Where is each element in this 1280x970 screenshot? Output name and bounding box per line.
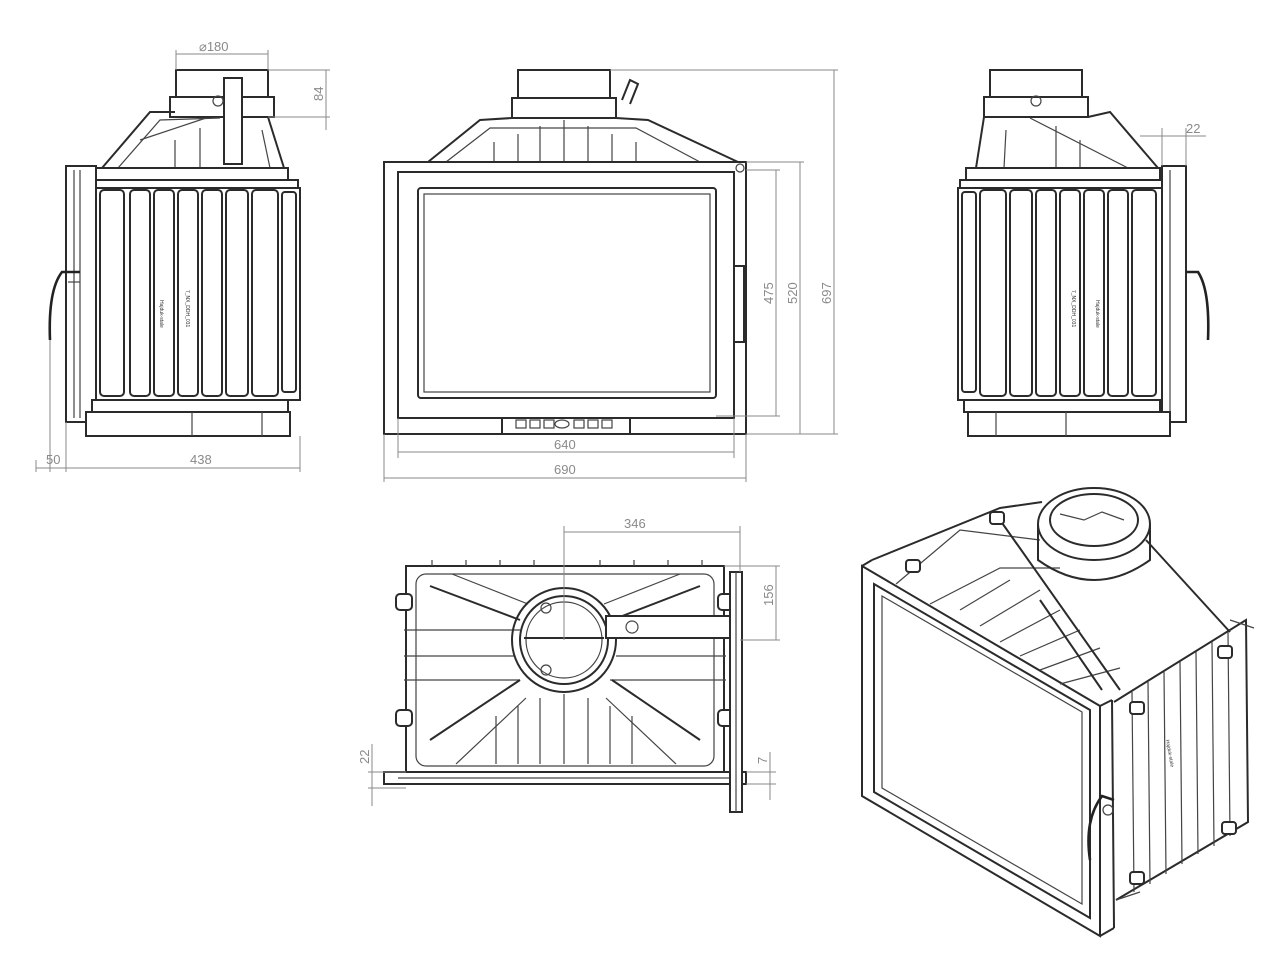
svg-text:Hajduk-stale: Hajduk-stale [1164, 739, 1175, 768]
dim-flue-offset-x: 346 [624, 516, 646, 531]
dim-inner-width: 640 [554, 437, 576, 452]
svg-text:7_NX_DDH_031: 7_NX_DDH_031 [184, 290, 190, 327]
svg-text:Hajduk-stale: Hajduk-stale [1094, 300, 1100, 328]
dim-depth: 438 [190, 452, 212, 467]
dim-total-height: 697 [819, 282, 834, 304]
dim-base-offset: 22 [357, 750, 372, 764]
dim-door-height: 520 [785, 282, 800, 304]
dim-base-lip: 7 [755, 757, 770, 764]
dim-collar-height: 84 [311, 87, 326, 101]
dim-flue-diameter: ⌀180 [199, 39, 229, 54]
left-side-view: Hajduk-stale 7_NX_DDH_031 [35, 50, 330, 472]
front-view [383, 69, 838, 482]
svg-text:Hajduk-stale: Hajduk-stale [158, 300, 164, 328]
top-view [368, 526, 780, 813]
dim-side-offset: 50 [46, 452, 60, 467]
dim-total-width: 690 [554, 462, 576, 477]
dim-side-projection: 22 [1186, 121, 1200, 136]
dim-glass-height: 475 [761, 282, 776, 304]
right-side-view: 7_NX_DDH_031 Hajduk-stale [957, 69, 1210, 437]
dim-flue-offset-y: 156 [761, 584, 776, 606]
isometric-view: Hajduk-stale [861, 487, 1255, 938]
svg-text:7_NX_DDH_031: 7_NX_DDH_031 [1070, 290, 1076, 327]
